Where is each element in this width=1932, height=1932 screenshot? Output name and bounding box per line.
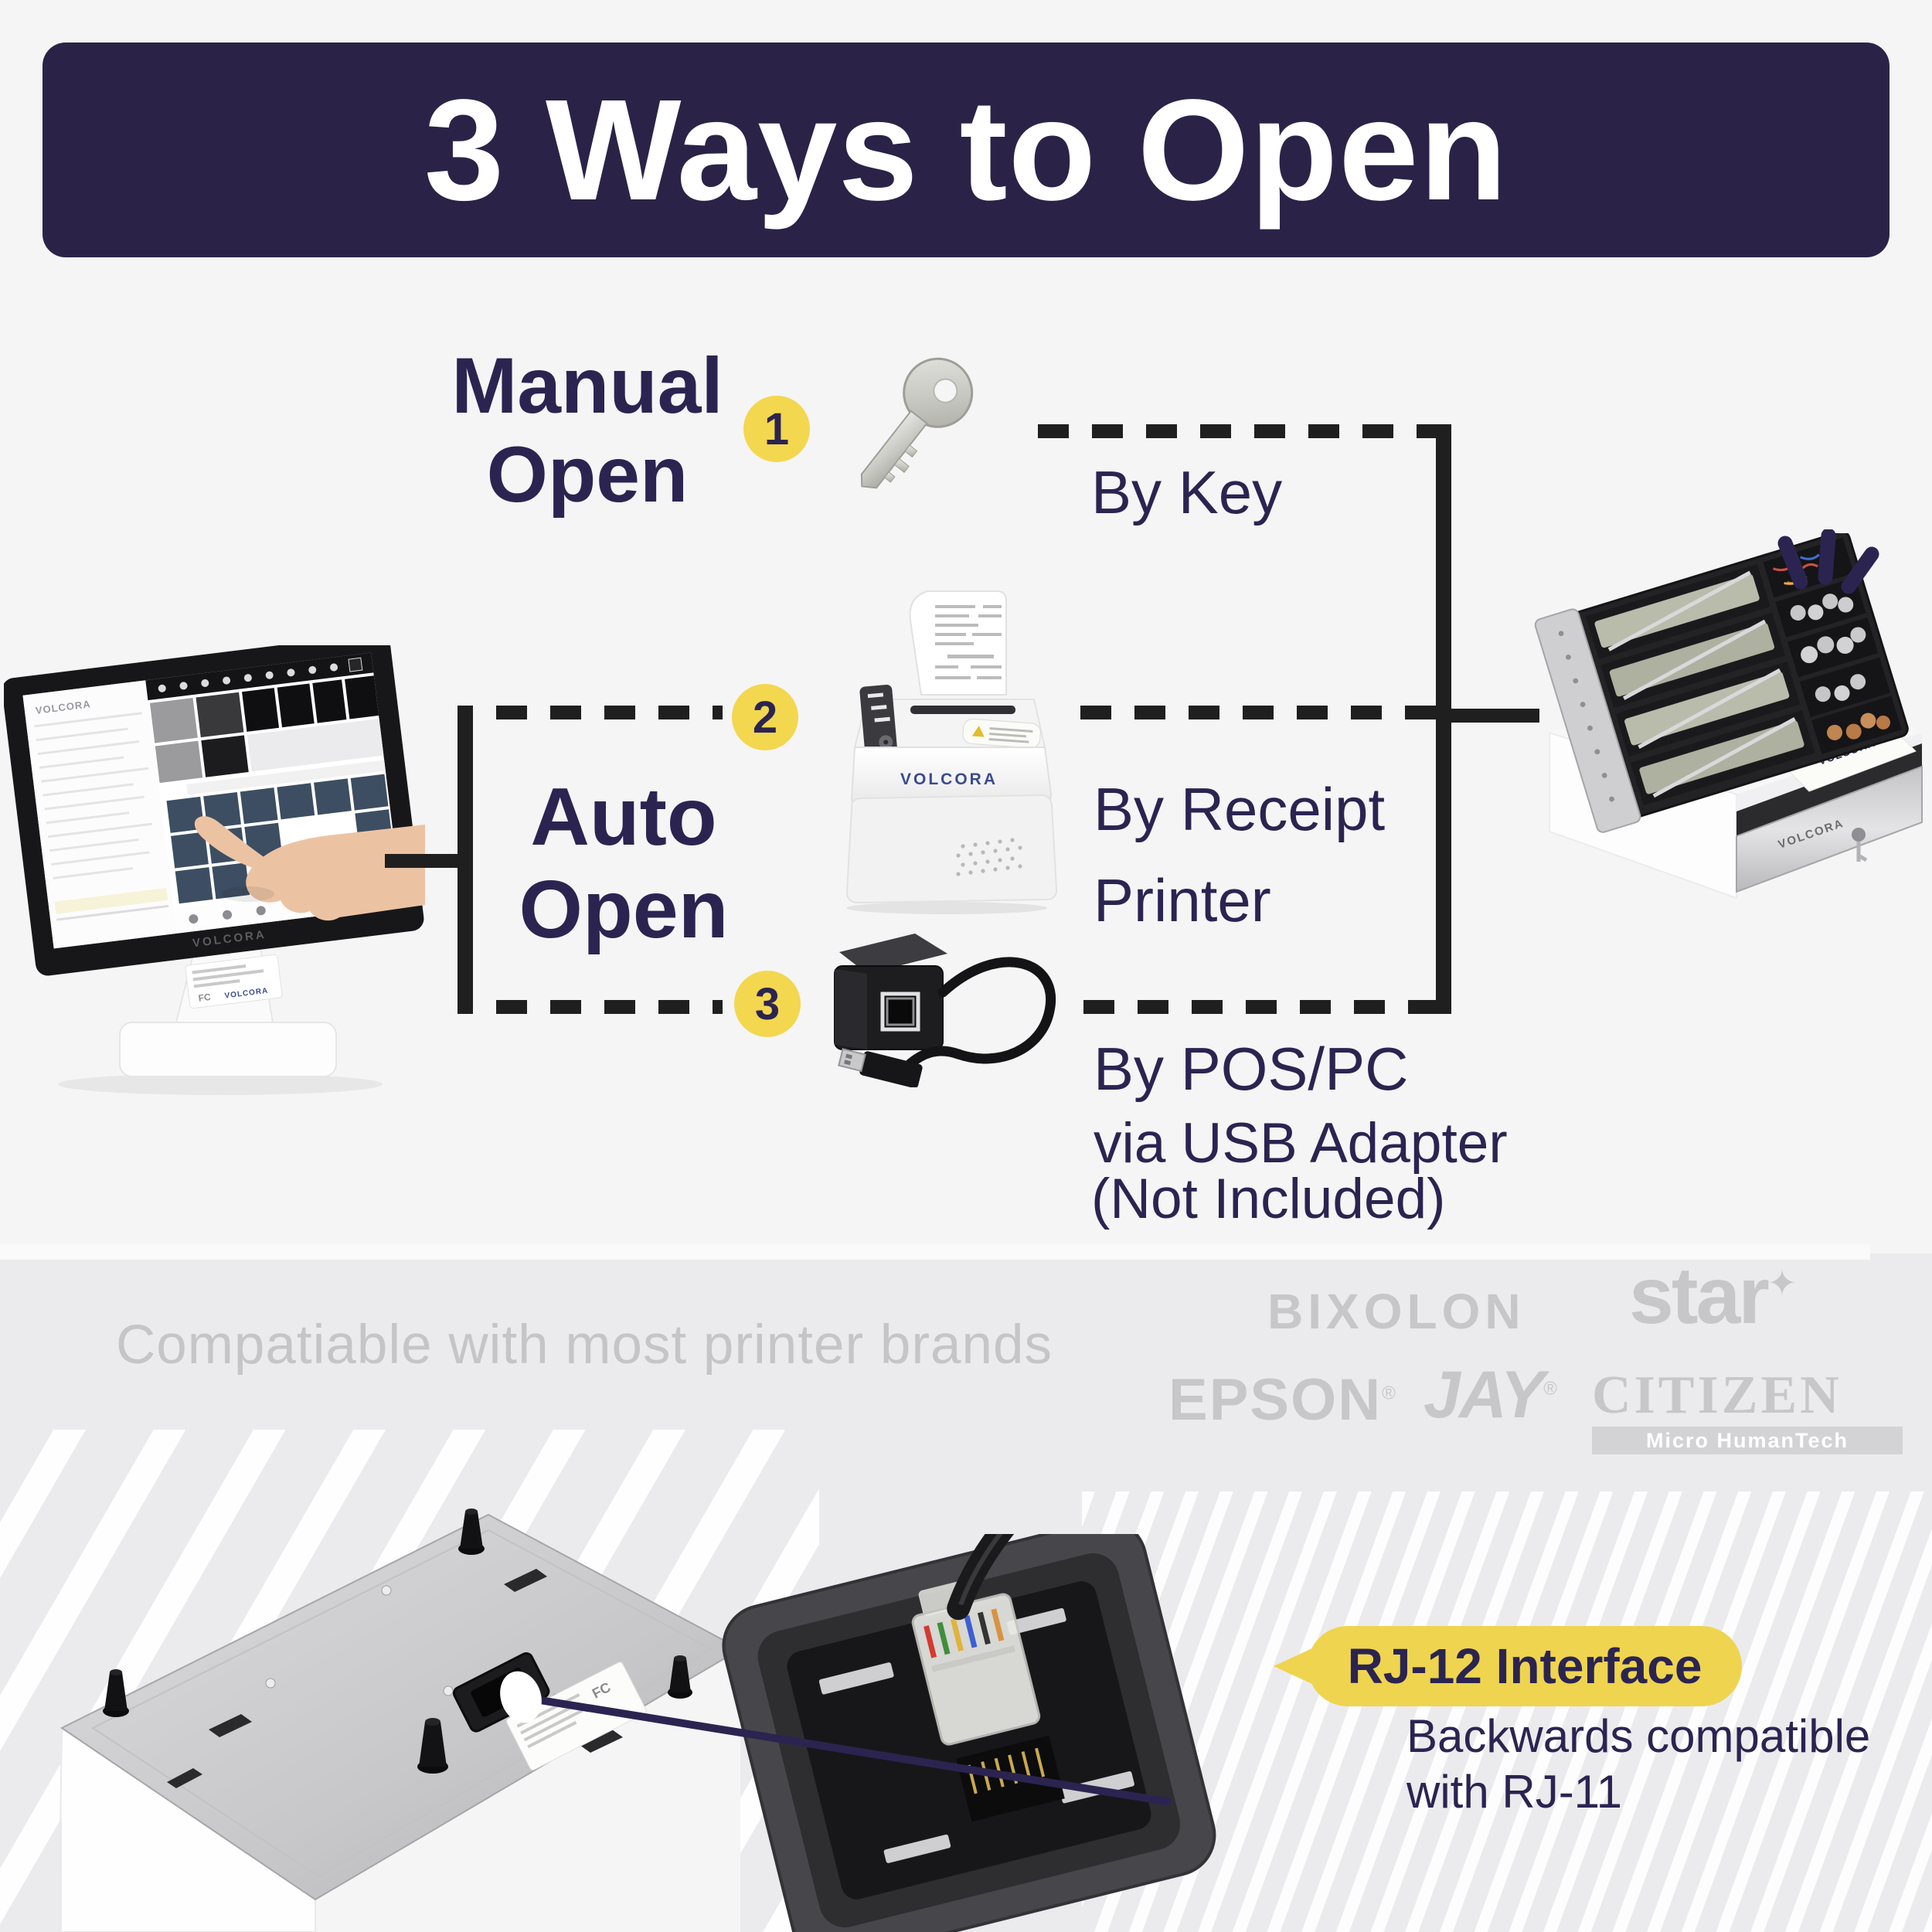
step-number-badge-3: 3 [734, 971, 801, 1037]
manual-open-label: Manual Open [451, 342, 723, 519]
connector-dash-by-key [1038, 424, 1436, 438]
brand-logo-jay: JAY® [1423, 1358, 1557, 1432]
connector-dash-printer-left [496, 706, 723, 719]
connector-dash-usb-left [496, 1000, 723, 1014]
connector-line-pos-terminal [385, 854, 457, 868]
auto-open-label: Auto Open [519, 771, 729, 955]
rj12-pointer-line [500, 1671, 1172, 1806]
by-receipt-label-line2: Printer [1094, 866, 1271, 934]
usb-adapter-photo [834, 934, 1056, 1087]
svg-text:FC: FC [198, 992, 212, 1004]
brand-logo-star: star✦ [1629, 1251, 1798, 1341]
pos-terminal-photo: FC VOLCORA VOLCORA [4, 645, 425, 1095]
section-divider [0, 1244, 1870, 1260]
brand-logo-bixolon: BIXOLON [1267, 1284, 1526, 1339]
by-key-label: By Key [1091, 458, 1283, 526]
step-number-badge-1: 1 [743, 396, 810, 462]
not-included-label: (Not Included) [1091, 1168, 1446, 1230]
connector-line-cash-drawer [1451, 709, 1539, 723]
brand-logo-epson: EPSON® [1168, 1367, 1397, 1433]
page-title: 3 Ways to Open [423, 70, 1509, 230]
by-pos-pc-label: By POS/PC [1094, 1035, 1409, 1103]
via-usb-adapter-label: via USB Adapter [1094, 1112, 1508, 1175]
by-receipt-label-line1: By Receipt [1094, 775, 1386, 843]
star-sparkle-icon: ✦ [1767, 1263, 1798, 1303]
cash-drawer-photo: VOLCORA VOLCORA [1534, 533, 1923, 900]
step-number-badge-2: 2 [732, 684, 798, 750]
svg-text:VOLCORA: VOLCORA [900, 770, 998, 788]
receipt-printer-photo: VOLCORA [845, 590, 1058, 914]
rj12-callout-label: RJ-12 Interface [1347, 1638, 1702, 1694]
compatibility-caption: Compatiable with most printer brands [116, 1315, 1053, 1376]
bracket-line-auto-open [457, 706, 473, 1014]
backwards-compatible-label: Backwards compatible [1406, 1710, 1871, 1762]
brand-logo-citizen: CITIZEN [1592, 1366, 1842, 1425]
connector-dash-printer-right [1080, 706, 1436, 719]
diagonal-stripes-right-decoration [1082, 1492, 1932, 1932]
collector-line-vertical [1436, 424, 1451, 1014]
connector-dash-usb-right [1083, 1000, 1436, 1014]
drawer-bottom-photo: FC [57, 1509, 742, 1932]
pointing-hand [194, 816, 425, 921]
rj12-panel-photo [722, 1534, 1216, 1932]
rj12-callout: RJ-12 Interface [1274, 1626, 1742, 1706]
key-photo [860, 357, 974, 489]
click-marks-icon [1777, 529, 1879, 594]
with-rj11-label: with RJ-11 [1406, 1766, 1622, 1818]
citizen-tagline: Micro HumanTech [1592, 1427, 1903, 1454]
title-banner: 3 Ways to Open [43, 43, 1889, 257]
